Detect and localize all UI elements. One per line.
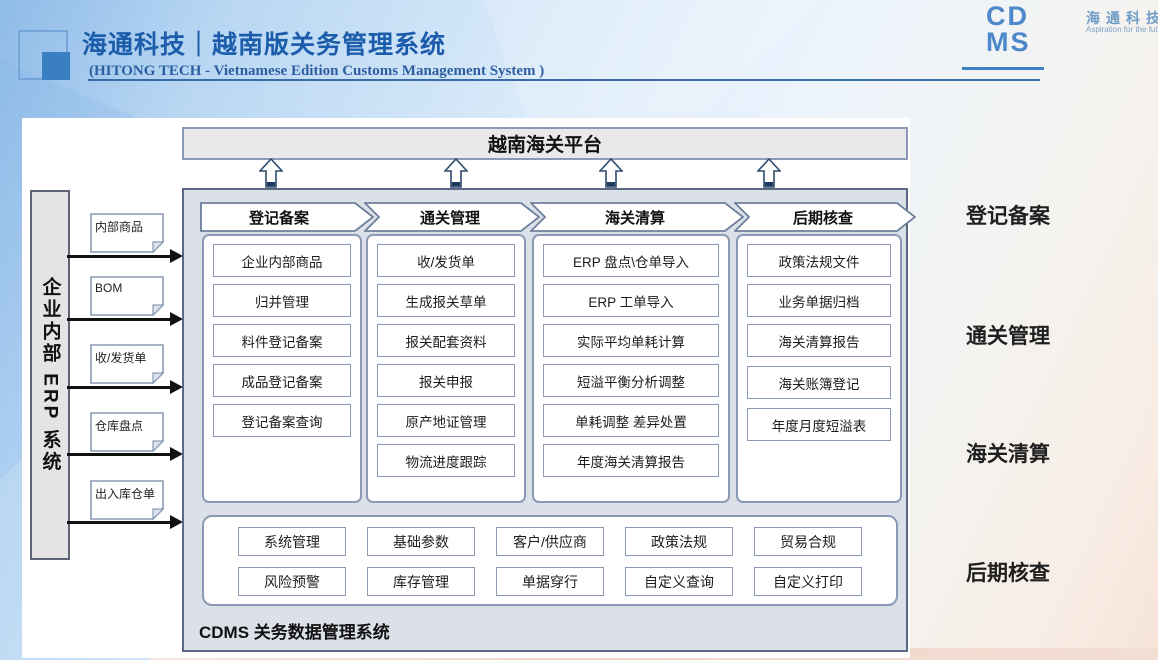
erp-system-bar: 企业内部 ERP 系统 [30,190,70,560]
module-box: 年度海关清算报告 [543,444,719,477]
stage-label-liquidation: 海关清算 [966,443,1050,466]
erp-system-label: 企业内部 ERP 系统 [39,276,61,474]
module-box: 单耗调整 差异处置 [543,404,719,437]
foundation-box: 客户/供应商 [496,527,604,556]
module-box: 企业内部商品 [213,244,351,277]
foundation-box: 自定义查询 [625,567,733,596]
stage-chevron-label: 海关清算 [604,209,665,227]
module-box: ERP 工单导入 [543,284,719,317]
up-arrow-icon [259,158,283,188]
chevron-shape [200,202,374,232]
flow-arrow [67,249,183,263]
page-subtitle: (HITONG TECH - Vietnamese Edition Custom… [89,63,545,79]
module-column-registration: 企业内部商品 归并管理 料件登记备案 成品登记备案 登记备案查询 [202,234,362,503]
foundation-row: 系统管理 基础参数 客户/供应商 政策法规 贸易合规 [238,527,862,557]
flow-arrow [67,312,183,326]
stage-chevron-registration: 登记备案 [200,202,374,232]
stage-chevron-audit: 后期核查 [734,202,916,232]
flow-arrow [67,447,183,461]
foundation-box: 自定义打印 [754,567,862,596]
company-logo-text: 海通科技 [1086,10,1158,26]
foundation-container: 系统管理 基础参数 客户/供应商 政策法规 贸易合规 风险预警 库存管理 单据穿… [202,515,898,606]
module-column-audit: 政策法规文件 业务单据归档 海关清算报告 海关账簿登记 年度月度短溢表 [736,234,902,503]
module-box: 生成报关草单 [377,284,515,317]
stage-chevron-label: 登记备案 [248,209,309,227]
stage-label-registration: 登记备案 [966,205,1050,228]
erp-document-label: 出入库仓单 [95,487,156,501]
module-column-liquidation: ERP 盘点\仓单导入 ERP 工单导入 实际平均单耗计算 短溢平衡分析调整 单… [532,234,730,503]
module-box: 登记备案查询 [213,404,351,437]
document-icon [90,412,164,452]
module-box: 原产地证管理 [377,404,515,437]
module-box: 报关申报 [377,364,515,397]
foundation-box: 单据穿行 [496,567,604,596]
module-box: 归并管理 [213,284,351,317]
cdms-logo: CDMS [986,1,1031,57]
module-box: 短溢平衡分析调整 [543,364,719,397]
foundation-box: 政策法规 [625,527,733,556]
stage-chevron-liquidation: 海关清算 [530,202,744,232]
module-column-clearance: 收/发货单 生成报关草单 报关配套资料 报关申报 原产地证管理 物流进度跟踪 [366,234,526,503]
module-box: 料件登记备案 [213,324,351,357]
stage-label-audit: 后期核查 [966,562,1050,585]
chevron-shape [530,202,744,232]
module-box: 海关清算报告 [747,324,891,357]
foundation-row: 风险预警 库存管理 单据穿行 自定义查询 自定义打印 [238,567,862,597]
stage-chevron-clearance: 通关管理 [364,202,540,232]
erp-document-label: 内部商品 [95,220,144,234]
foundation-box: 系统管理 [238,527,346,556]
erp-document: 仓库盘点 [90,412,164,452]
module-box: 报关配套资料 [377,324,515,357]
flow-arrow [67,380,183,394]
foundation-box: 库存管理 [367,567,475,596]
module-box: 年度月度短溢表 [747,408,891,441]
document-icon [90,276,164,316]
chevron-shape [364,202,540,232]
erp-document: 内部商品 [90,213,164,253]
erp-document: 出入库仓单 [90,480,164,520]
up-arrow-icon [599,158,623,188]
module-box: 政策法规文件 [747,244,891,277]
document-icon [90,344,164,384]
module-box: 海关账簿登记 [747,366,891,399]
erp-document-label: 收/发货单 [95,351,147,365]
company-logo-tagline: Aspiration for the future [1086,25,1158,34]
cdms-logo-underline [962,67,1044,70]
document-icon [90,213,164,253]
module-box: 业务单据归档 [747,284,891,317]
erp-document-label: BOM [95,281,123,295]
decorative-square-solid [42,52,70,80]
module-box: 成品登记备案 [213,364,351,397]
erp-document-label: 仓库盘点 [95,419,144,433]
customs-platform-bar: 越南海关平台 [182,127,908,160]
stage-chevron-label: 通关管理 [419,209,480,227]
chevron-shape [734,202,916,232]
module-box: 实际平均单耗计算 [543,324,719,357]
cdms-panel: 登记备案 通关管理 海关清算 后期核查 企业内部商品 归并管理 料件登记备案 成… [182,188,916,652]
title-underline [88,79,1040,81]
panel-caption: CDMS 关务数据管理系统 [199,623,390,642]
document-icon [90,480,164,520]
erp-document: BOM [90,276,164,316]
module-box: ERP 盘点\仓单导入 [543,244,719,277]
stage-chevron-label: 后期核查 [792,209,853,227]
page-title: 海通科技｜越南版关务管理系统 [82,31,447,59]
foundation-box: 基础参数 [367,527,475,556]
up-arrow-icon [757,158,781,188]
up-arrow-icon [444,158,468,188]
stage-label-clearance: 通关管理 [966,325,1050,348]
erp-document: 收/发货单 [90,344,164,384]
foundation-box: 贸易合规 [754,527,862,556]
flow-arrow [67,515,183,529]
module-box: 收/发货单 [377,244,515,277]
module-box: 物流进度跟踪 [377,444,515,477]
foundation-box: 风险预警 [238,567,346,596]
